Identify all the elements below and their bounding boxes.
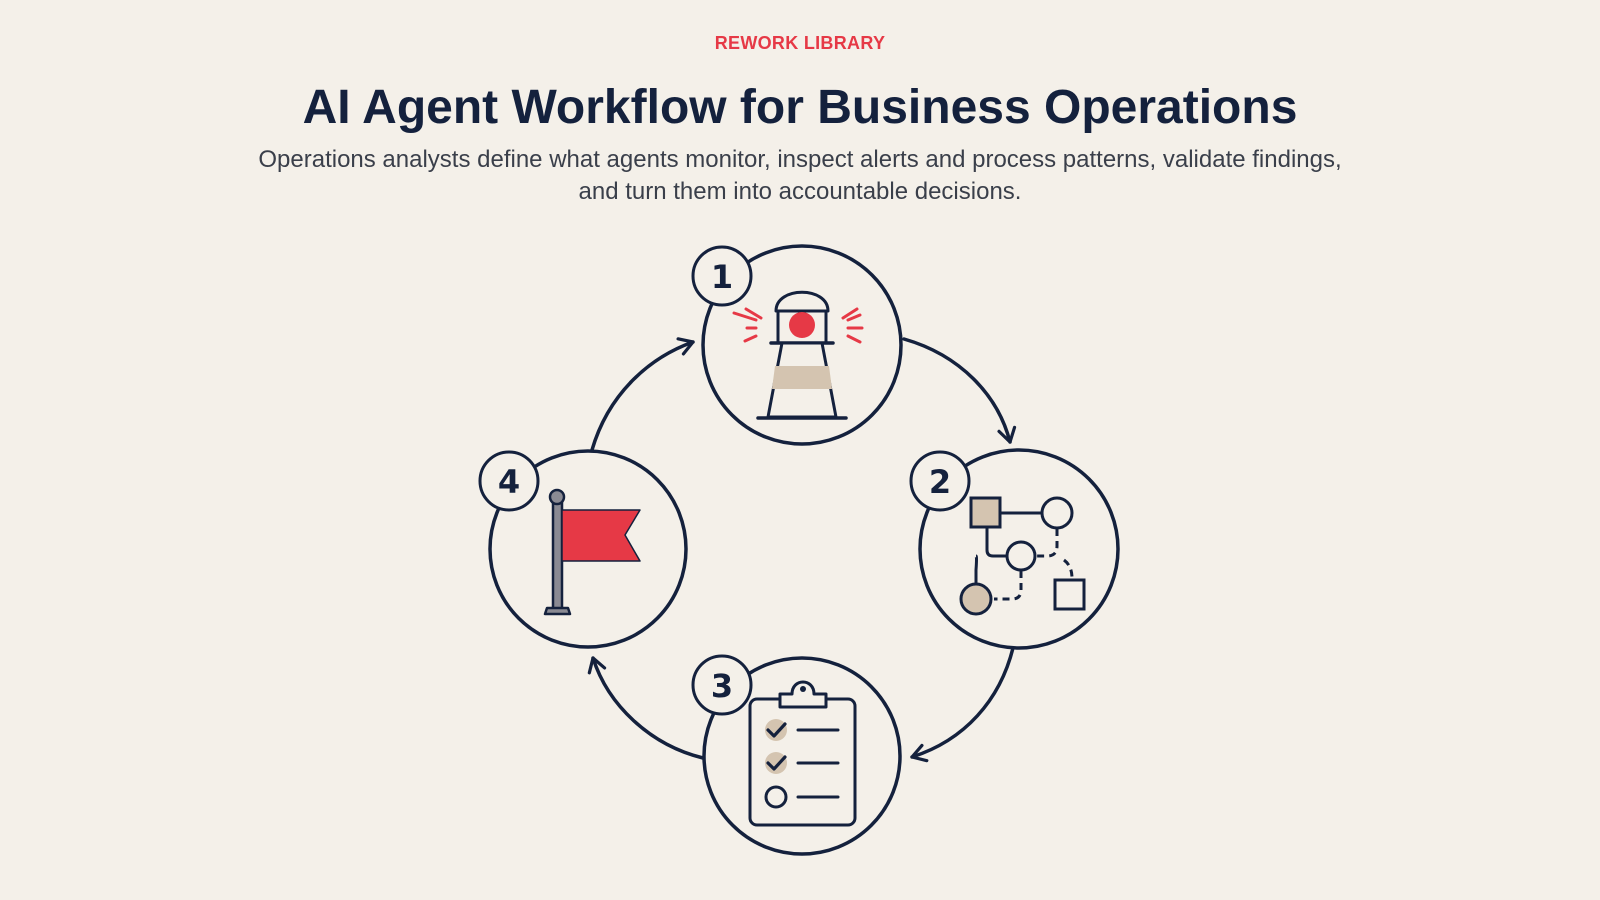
step-number-label: 4: [498, 463, 520, 501]
arrow-3-to-4: [587, 656, 705, 760]
clipboard-checklist-icon: [748, 680, 857, 827]
page-subtitle: Operations analysts define what agents m…: [258, 146, 1342, 205]
process-flow-icon: [959, 496, 1086, 616]
arrow-2-to-3: [910, 646, 1015, 763]
step-number-label: 3: [711, 667, 733, 705]
page-title: AI Agent Workflow for Business Operation…: [302, 81, 1298, 134]
lighthouse-icon: [732, 290, 864, 420]
step-number-label: 2: [929, 463, 951, 501]
step-2: 2: [909, 448, 1120, 650]
arrow-4-to-1: [590, 337, 695, 452]
cycle-arrows: [587, 337, 1017, 763]
step-3: 3: [691, 654, 902, 856]
flag-icon: [543, 488, 641, 616]
step-number-label: 1: [711, 258, 733, 296]
step-number-badge: 1: [691, 245, 753, 307]
step-number-badge: 4: [478, 450, 540, 512]
eyebrow-label: REWORK LIBRARY: [714, 33, 886, 53]
step-number-badge: 2: [909, 450, 971, 512]
step-1: 1: [691, 244, 903, 446]
arrow-1-to-2: [902, 337, 1017, 444]
step-number-badge: 3: [691, 654, 753, 716]
step-4: 4: [478, 449, 688, 649]
